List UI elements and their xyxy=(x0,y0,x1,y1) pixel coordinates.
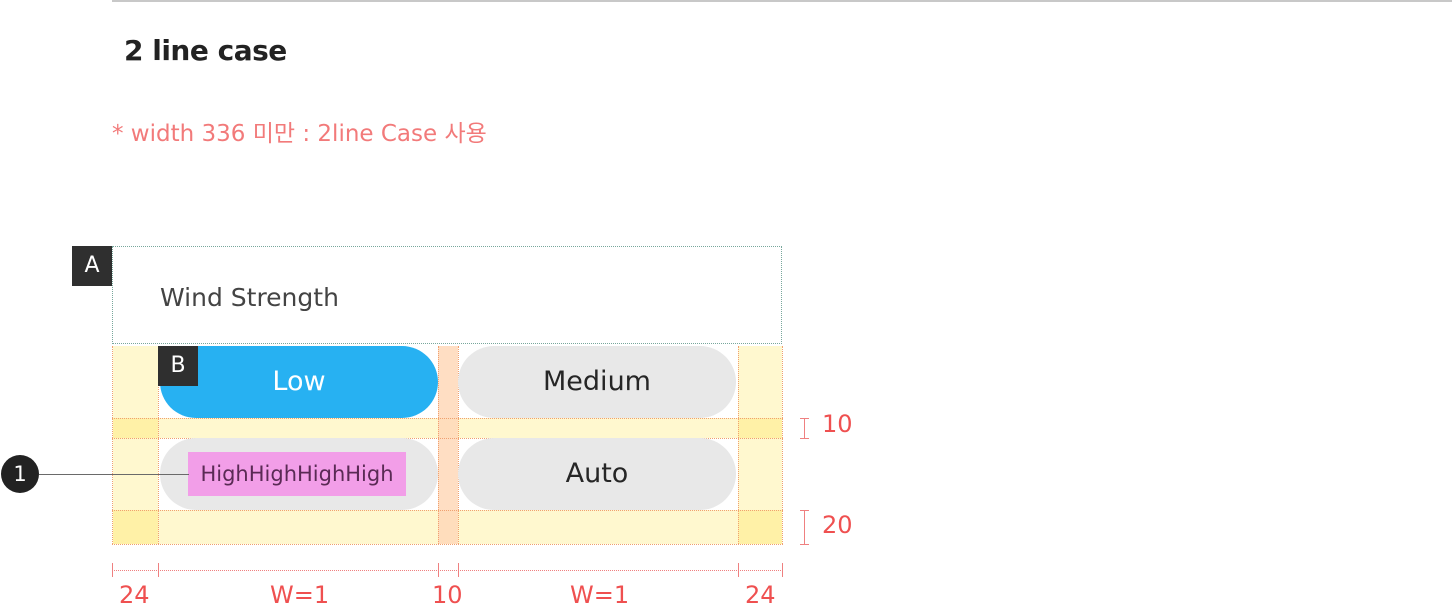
dimension-bracket xyxy=(804,510,805,544)
section-label-b: B xyxy=(158,346,198,386)
corner-guide xyxy=(113,510,158,544)
guide-line xyxy=(112,544,783,545)
dimension-bracket xyxy=(800,438,809,439)
dimension-bracket xyxy=(800,544,809,545)
guide-line xyxy=(112,510,783,511)
dimension-left-margin: 24 xyxy=(119,581,150,609)
segment-medium-button[interactable]: Medium xyxy=(458,346,736,418)
dimension-bracket xyxy=(804,418,805,438)
callout-number-badge: 1 xyxy=(1,455,39,493)
ruler-tick xyxy=(458,563,459,577)
callout-leader-line xyxy=(39,474,189,475)
guide-line xyxy=(112,346,113,544)
guide-line xyxy=(738,346,739,544)
ruler-tick xyxy=(782,563,783,577)
section-label-a: A xyxy=(72,246,112,286)
ruler-tick xyxy=(158,563,159,577)
segment-low-button[interactable]: Low xyxy=(160,346,438,418)
corner-guide xyxy=(113,418,158,438)
guide-line xyxy=(112,418,783,419)
ruler-tick xyxy=(438,563,439,577)
page-title: 2 line case xyxy=(124,34,287,67)
guide-line xyxy=(158,346,159,544)
dimension-row-gap: 10 xyxy=(822,410,853,438)
column-gap-guide xyxy=(438,346,458,544)
top-divider xyxy=(112,0,1452,2)
segment-auto-button[interactable]: Auto xyxy=(458,438,736,510)
guide-line xyxy=(458,346,459,544)
corner-guide xyxy=(738,510,782,544)
dimension-column-1-width: W=1 xyxy=(270,581,330,609)
card-header-area xyxy=(112,246,782,344)
dimension-bottom-padding: 20 xyxy=(822,511,853,539)
dimension-column-2-width: W=1 xyxy=(570,581,630,609)
dimension-right-margin: 24 xyxy=(745,581,776,609)
horizontal-ruler xyxy=(112,570,783,571)
ruler-tick xyxy=(738,563,739,577)
guide-line xyxy=(438,346,439,544)
card-title: Wind Strength xyxy=(160,283,339,312)
dimension-column-gap: 10 xyxy=(432,581,463,609)
guide-line xyxy=(782,346,783,544)
ruler-tick xyxy=(112,563,113,577)
segment-high-label: HighHighHighHigh xyxy=(188,452,406,496)
corner-guide xyxy=(738,418,782,438)
guide-line xyxy=(112,438,783,439)
width-note: * width 336 미만 : 2line Case 사용 xyxy=(112,121,487,147)
